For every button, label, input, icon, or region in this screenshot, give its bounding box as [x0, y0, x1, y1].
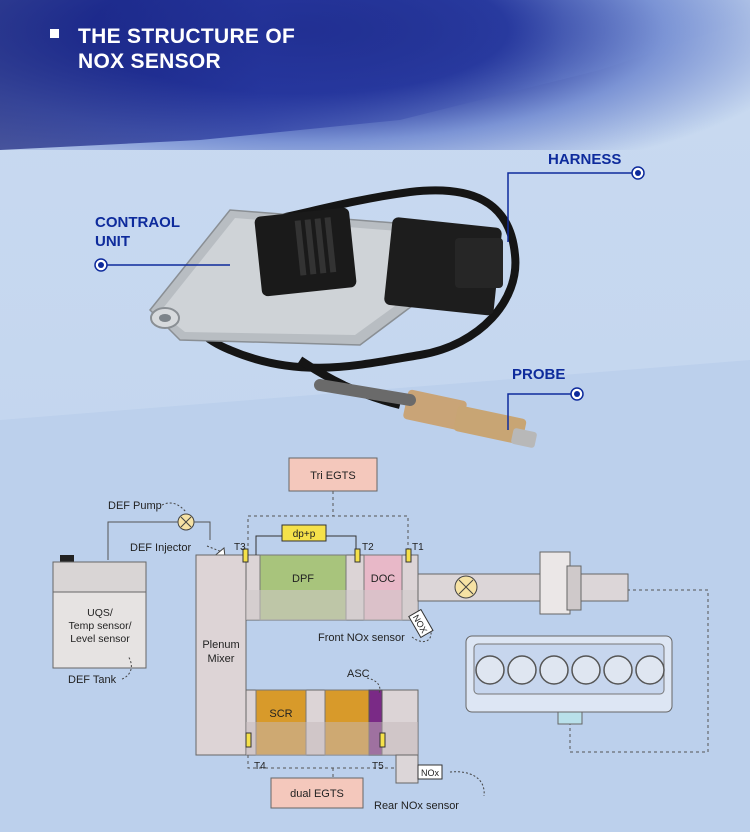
- dp-sensor-label: dp+p: [293, 529, 316, 540]
- engine-cylinders: [475, 655, 665, 685]
- probe-thread: [453, 405, 527, 445]
- t1-sensor: [405, 548, 412, 563]
- lower-canister-shade: [246, 722, 418, 755]
- tri-egts-box: [288, 457, 378, 492]
- cylinder-2-icon: [507, 655, 537, 685]
- connector-latch: [455, 238, 503, 288]
- def-pump-to-injector: [194, 521, 211, 540]
- t3-label: T3: [234, 542, 246, 553]
- title-line-2: NOX SENSOR: [78, 50, 222, 73]
- t3-sensor: [242, 548, 249, 563]
- rear-nox-sensor: [417, 764, 443, 780]
- cylinder-1-icon: [475, 655, 505, 685]
- tri-egts-label: Tri EGTS: [310, 470, 355, 482]
- engine-ecu-link: [569, 589, 709, 753]
- turbo-housing: [539, 551, 571, 615]
- cylinder-4-icon: [571, 655, 601, 685]
- asc-label: ASC: [347, 668, 370, 680]
- rear-nox-leader: [449, 771, 485, 797]
- doc-label: DOC: [371, 573, 396, 585]
- asc-leader: [366, 677, 381, 694]
- dpf-label: DPF: [292, 573, 314, 585]
- def-tank-top: [52, 561, 147, 593]
- dp-sensor-box: [281, 524, 327, 542]
- tank-text-line-1: UQS/: [87, 607, 113, 619]
- rear-nox-tag: NOx: [421, 768, 440, 778]
- mount-hole-inner: [159, 314, 171, 322]
- t2-label: T2: [362, 542, 374, 553]
- def-pump-leader: [161, 502, 187, 513]
- def-tank-leader: [121, 655, 132, 680]
- t1-label: T1: [412, 542, 424, 553]
- probe-dot-icon: [570, 387, 584, 401]
- tank-text-line-3: Level sensor: [70, 633, 130, 645]
- plenum-label-line-2: Mixer: [208, 653, 235, 665]
- cylinder-5-icon: [603, 655, 633, 685]
- def-supply-line: [107, 521, 178, 560]
- def-tank-label: DEF Tank: [68, 674, 117, 686]
- probe-tip: [511, 428, 537, 448]
- cylinder-3-icon: [539, 655, 569, 685]
- turbo-flange: [566, 565, 582, 611]
- t2-sensor: [354, 548, 361, 563]
- title-bullet-icon: [50, 29, 59, 38]
- control-unit-label-line-1: CONTRAOL: [95, 214, 180, 231]
- t4-label: T4: [254, 761, 266, 772]
- harness-leader-line: [507, 172, 638, 242]
- page-title: THE STRUCTURE OF NOX SENSOR: [78, 24, 295, 74]
- tailpipe: [395, 754, 419, 784]
- engine-ecu: [557, 711, 583, 725]
- def-pump-valve-icon: [177, 513, 195, 531]
- t5-label: T5: [372, 761, 384, 772]
- harness-label: HARNESS: [548, 151, 622, 168]
- def-pump-label: DEF Pump: [108, 500, 162, 512]
- harness-cable: [179, 186, 520, 372]
- title-line-1: THE STRUCTURE OF: [78, 25, 296, 48]
- def-injector-leader: [206, 545, 223, 553]
- plenum-label-line-1: Plenum: [202, 639, 239, 651]
- front-nox-leader: [411, 631, 432, 643]
- plenum-mixer: [195, 554, 247, 756]
- rear-nox-label: Rear NOx sensor: [374, 800, 459, 812]
- t4-sensor: [245, 732, 252, 748]
- def-injector-label: DEF Injector: [130, 542, 191, 554]
- control-unit-label: CONTRAOL UNIT: [95, 213, 180, 251]
- control-unit-label-line-2: UNIT: [95, 233, 130, 250]
- throttle-valve-icon: [454, 575, 478, 599]
- scr-label: SCR: [269, 708, 292, 720]
- probe-label: PROBE: [512, 366, 566, 383]
- front-nox-label: Front NOx sensor: [318, 632, 405, 644]
- cylinder-6-icon: [635, 655, 665, 685]
- probe-nut: [403, 389, 467, 431]
- dual-egts-box: [270, 777, 364, 809]
- dual-egts-label: dual EGTS: [290, 788, 344, 800]
- tank-cap: [60, 555, 74, 563]
- exhaust-pipe: [417, 573, 629, 602]
- t5-sensor: [379, 732, 386, 748]
- control-unit-dot-icon: [94, 258, 108, 272]
- upper-canister-shade: [246, 590, 418, 620]
- tank-text-line-2: Temp sensor/: [68, 620, 131, 632]
- probe-leader-line: [507, 393, 577, 430]
- probe-sleeve: [314, 379, 416, 406]
- harness-dot-icon: [631, 166, 645, 180]
